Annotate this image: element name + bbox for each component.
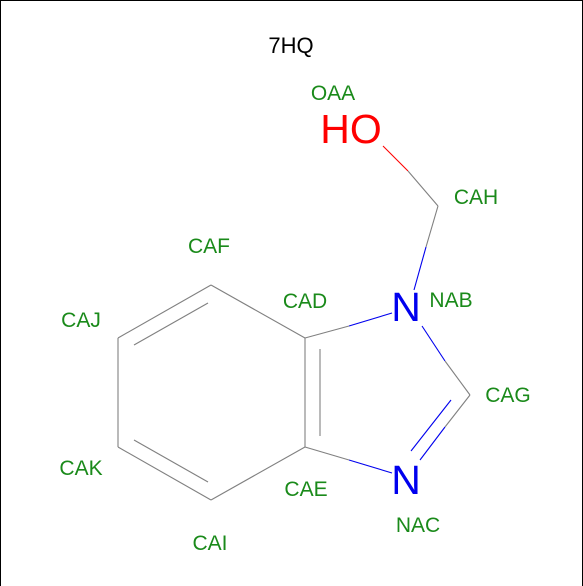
atom-name-labels: OAA CAH CAF CAD NAB CAJ CAG CAK CAE NAC … — [59, 82, 530, 555]
bond-nac-cae-n — [348, 459, 393, 474]
molecule-title: 7HQ — [268, 33, 313, 58]
bond-nab-cag-n — [421, 325, 446, 362]
atom-label-caf: CAF — [188, 235, 230, 258]
bond-nab-cad-c — [304, 325, 350, 339]
bond-cah-nab-c — [425, 205, 439, 248]
bond-nac-cae-c — [304, 446, 350, 461]
bond-nab-cad-n — [348, 312, 393, 327]
atom-label-nab: NAB — [429, 289, 472, 312]
bond-oaa-cah-c — [407, 170, 439, 207]
atom-label-cae: CAE — [284, 478, 327, 501]
atom-label-nac: NAC — [396, 514, 440, 537]
bond-cai-cae — [210, 446, 306, 501]
bond-cak-cai — [117, 446, 212, 501]
bond-caf-caj — [117, 284, 212, 339]
atom-label-cad: CAD — [283, 290, 327, 313]
bond-cak-cai-inner — [133, 439, 209, 483]
atom-label-caj: CAJ — [61, 309, 101, 332]
bonds — [117, 145, 471, 501]
bond-caf-caj-inner — [133, 302, 209, 346]
bond-nab-cag-c — [444, 360, 471, 396]
atom-label-cah: CAH — [454, 186, 498, 209]
atom-label-cag: CAG — [485, 384, 531, 407]
bond-oaa-cah-o — [382, 145, 409, 172]
atom-label-cai: CAI — [192, 532, 227, 555]
atom-symbol-nac: N — [391, 457, 421, 503]
bond-cah-nab-n — [413, 246, 427, 291]
atom-symbol-nab: N — [391, 284, 421, 330]
atom-symbol-oxygen: HO — [320, 106, 382, 152]
atom-label-oaa: OAA — [311, 82, 355, 105]
bond-cag-nac-c — [444, 394, 471, 428]
atom-label-cak: CAK — [59, 457, 102, 480]
bond-cag-nac-n — [419, 426, 446, 461]
bond-cad-caf — [210, 284, 306, 339]
bond-cag-nac-inner — [410, 399, 452, 452]
